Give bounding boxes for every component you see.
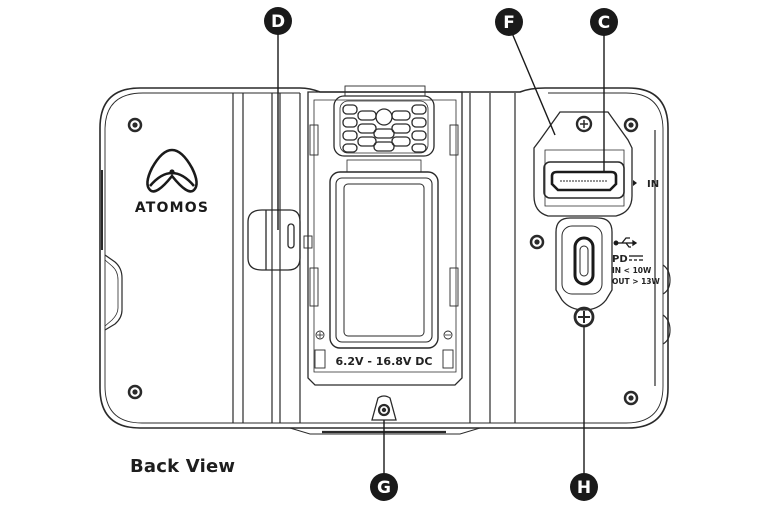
callout-F: F <box>495 8 523 36</box>
callout-H-label: H <box>577 478 591 498</box>
screw-bottom-left <box>127 384 143 400</box>
brand-name: ATOMOS <box>135 200 209 216</box>
dc-current-icon <box>629 255 643 261</box>
callout-C: C <box>590 8 618 36</box>
atomos-logo-icon <box>146 148 198 193</box>
callout-leaders <box>277 32 605 474</box>
input-arrow-icon <box>633 180 637 186</box>
battery-plate <box>303 85 463 386</box>
voltage-label: 6.2V - 16.8V DC <box>336 355 433 368</box>
screw-mid-right <box>529 234 545 250</box>
callout-C-label: C <box>598 13 610 33</box>
usb-c-port[interactable] <box>573 236 595 286</box>
battery-release-latch[interactable] <box>247 209 301 271</box>
usb-input-spec: IN < 10W <box>612 266 652 275</box>
callout-H: H <box>570 473 598 501</box>
usb-output-spec: OUT > 13W <box>612 277 661 286</box>
mounting-screw-bottom[interactable] <box>371 395 397 421</box>
callout-D: D <box>264 7 292 35</box>
hdmi-direction-label: IN <box>647 179 659 190</box>
callout-G-label: G <box>377 478 391 498</box>
usb-pd-label: PD <box>612 254 628 265</box>
callout-G: G <box>370 473 398 501</box>
device-body <box>99 87 671 435</box>
callout-D-label: D <box>271 12 285 32</box>
usb-c-port-housing <box>555 217 613 328</box>
view-title: Back View <box>130 456 236 477</box>
vent-grille <box>342 104 427 153</box>
usb-icon <box>613 237 638 248</box>
hdmi-port-assembly <box>533 111 633 217</box>
hdmi-input-port[interactable] <box>543 161 625 199</box>
screw-top-right <box>623 117 639 133</box>
screw-top-left <box>127 117 143 133</box>
screw-bottom-right <box>623 390 639 406</box>
callout-F-label: F <box>503 13 515 33</box>
